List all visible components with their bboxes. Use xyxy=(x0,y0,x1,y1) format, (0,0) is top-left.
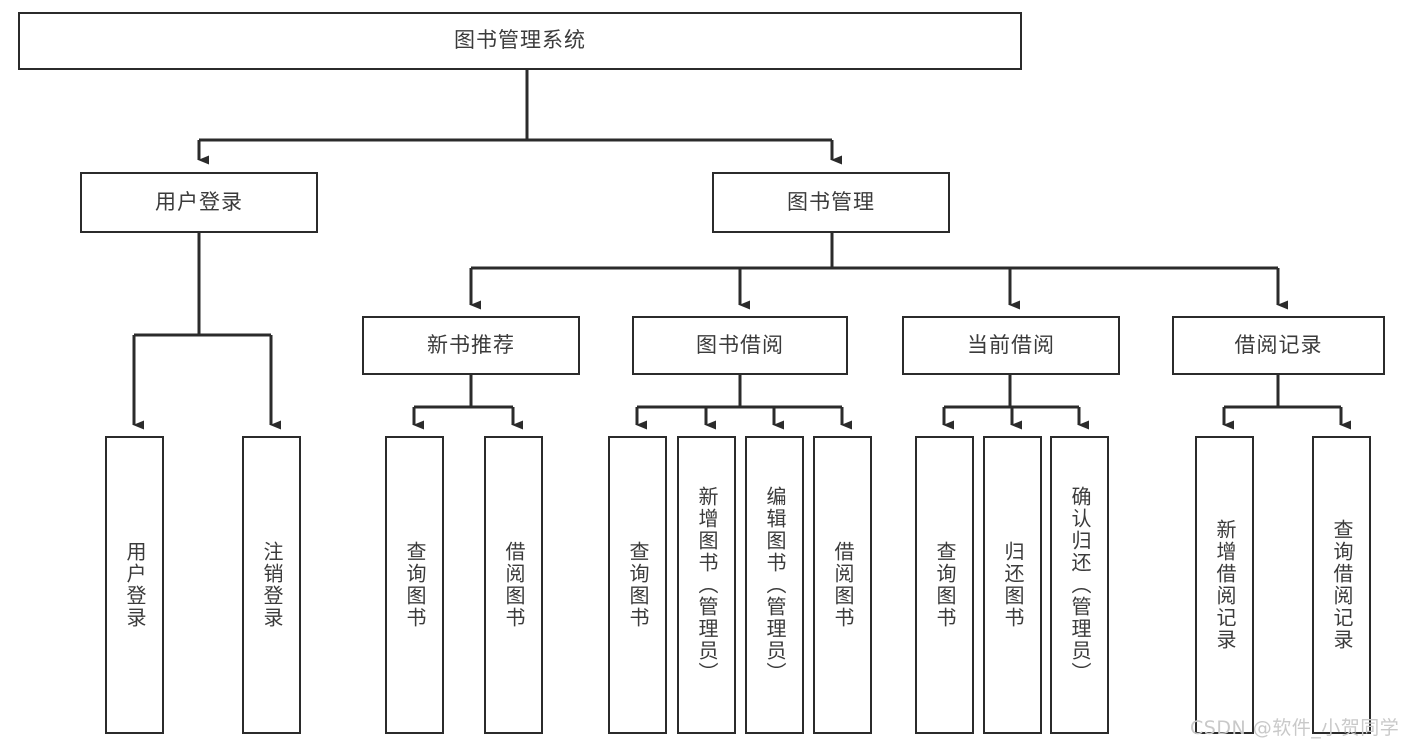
node-new-book-recommend[interactable]: 新书推荐 xyxy=(362,316,580,375)
node-root[interactable]: 图书管理系统 xyxy=(18,12,1022,70)
node-user-login-label: 用户登录 xyxy=(155,189,243,214)
node-book-manage-label: 图书管理 xyxy=(787,189,875,214)
node-leaf-borrow-query[interactable]: 查询图书 xyxy=(608,436,667,734)
node-leaf-newbook-query-label: 查询图书 xyxy=(403,541,427,629)
node-current-borrow[interactable]: 当前借阅 xyxy=(902,316,1120,375)
node-leaf-record-add[interactable]: 新增借阅记录 xyxy=(1195,436,1254,734)
node-leaf-user-login[interactable]: 用户登录 xyxy=(105,436,164,734)
node-leaf-book-borrow-label: 借阅图书 xyxy=(831,541,855,629)
node-borrow-record-label: 借阅记录 xyxy=(1234,332,1323,357)
node-book-manage[interactable]: 图书管理 xyxy=(712,172,950,233)
node-leaf-record-query[interactable]: 查询借阅记录 xyxy=(1312,436,1371,734)
node-leaf-borrow-query-label: 查询图书 xyxy=(626,541,650,629)
node-leaf-record-query-label: 查询借阅记录 xyxy=(1330,519,1354,651)
node-leaf-book-edit[interactable]: 编辑图书（管理员） xyxy=(745,436,804,734)
node-leaf-current-query[interactable]: 查询图书 xyxy=(915,436,974,734)
node-leaf-newbook-query[interactable]: 查询图书 xyxy=(385,436,444,734)
node-book-borrow-label: 图书借阅 xyxy=(696,332,784,357)
node-book-borrow[interactable]: 图书借阅 xyxy=(632,316,848,375)
node-leaf-logout-label: 注销登录 xyxy=(260,541,284,629)
node-leaf-return-book[interactable]: 归还图书 xyxy=(983,436,1042,734)
node-leaf-return-book-label: 归还图书 xyxy=(1001,541,1025,629)
node-new-book-recommend-label: 新书推荐 xyxy=(427,332,515,357)
node-leaf-current-query-label: 查询图书 xyxy=(933,541,957,629)
node-current-borrow-label: 当前借阅 xyxy=(967,332,1055,357)
node-leaf-confirm-return[interactable]: 确认归还（管理员） xyxy=(1050,436,1109,734)
node-leaf-book-edit-label: 编辑图书（管理员） xyxy=(763,486,787,684)
node-leaf-book-add[interactable]: 新增图书（管理员） xyxy=(677,436,736,734)
node-leaf-user-login-label: 用户登录 xyxy=(123,541,147,629)
node-leaf-record-add-label: 新增借阅记录 xyxy=(1213,519,1237,651)
node-leaf-newbook-borrow[interactable]: 借阅图书 xyxy=(484,436,543,734)
watermark: CSDN @软件_小贺同学 xyxy=(1190,717,1400,739)
node-leaf-book-add-label: 新增图书（管理员） xyxy=(695,486,719,684)
node-leaf-logout[interactable]: 注销登录 xyxy=(242,436,301,734)
node-leaf-book-borrow[interactable]: 借阅图书 xyxy=(813,436,872,734)
node-borrow-record[interactable]: 借阅记录 xyxy=(1172,316,1385,375)
node-user-login[interactable]: 用户登录 xyxy=(80,172,318,233)
node-root-label: 图书管理系统 xyxy=(454,28,586,53)
node-leaf-newbook-borrow-label: 借阅图书 xyxy=(502,541,526,629)
node-leaf-confirm-return-label: 确认归还（管理员） xyxy=(1068,486,1092,684)
